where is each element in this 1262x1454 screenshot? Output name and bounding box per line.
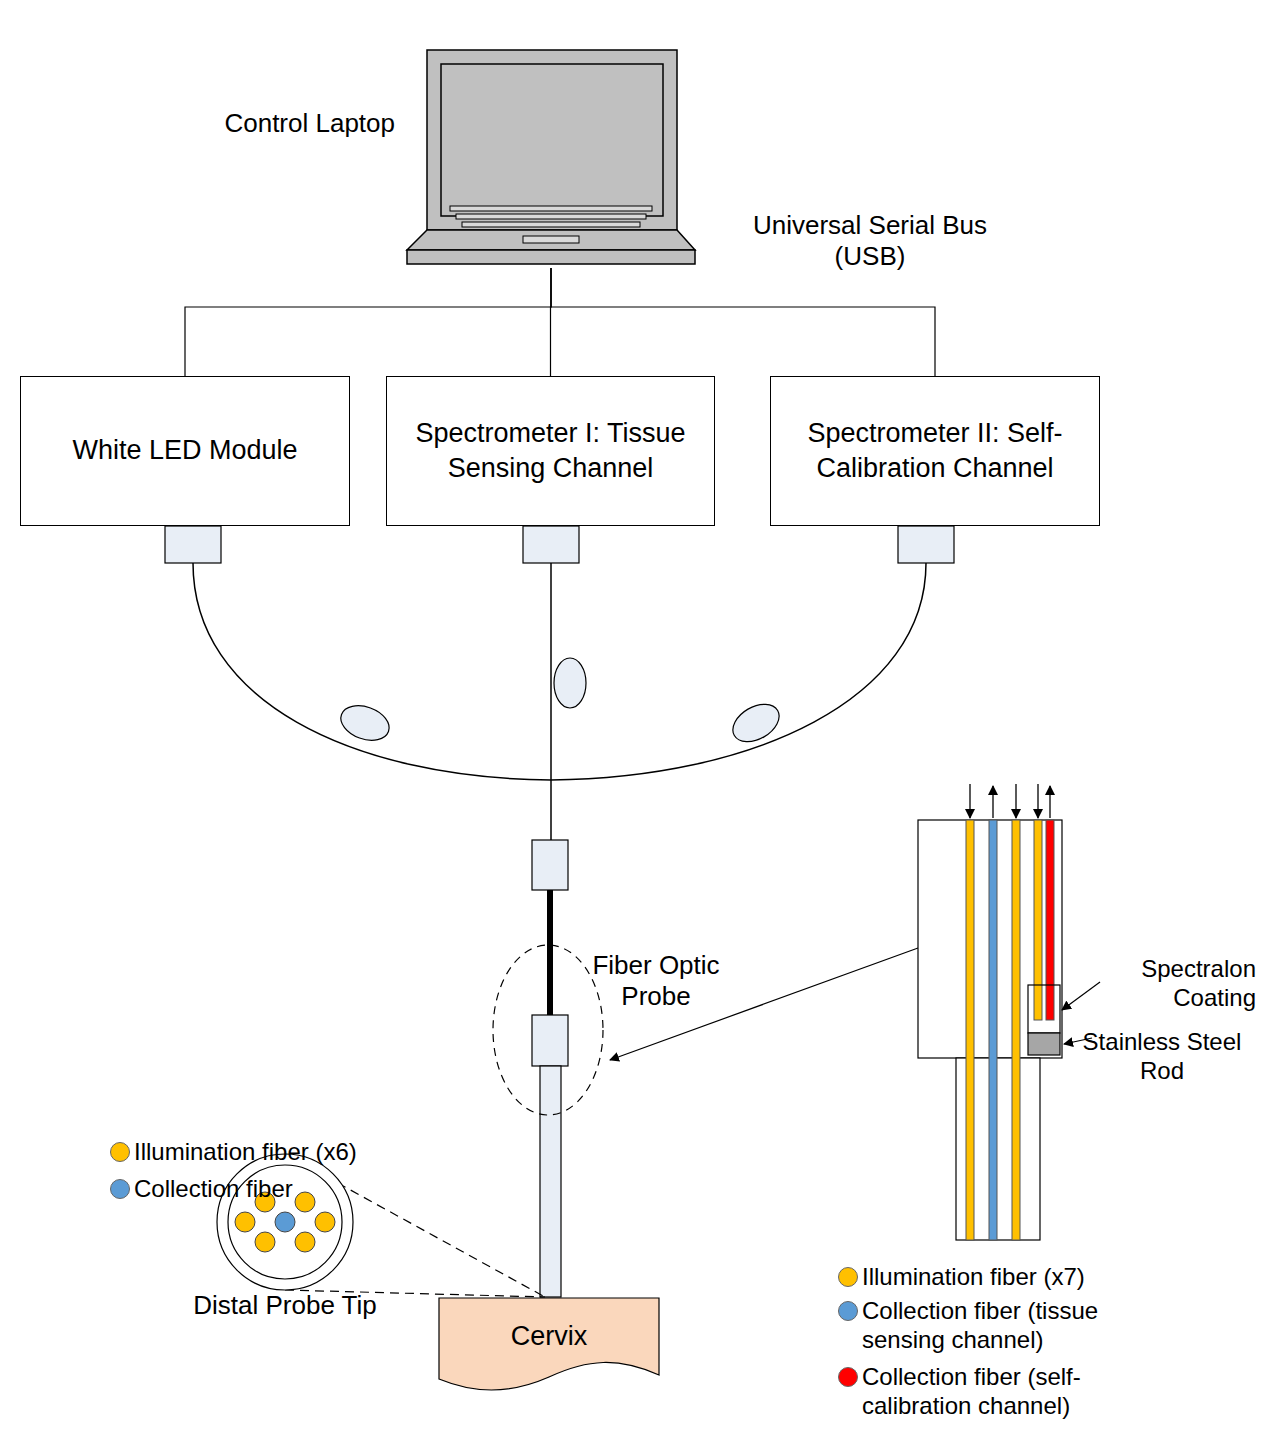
probe-cable [547, 890, 553, 1015]
annotation-label: Distal Probe Tip [150, 1290, 420, 1321]
fiber-clip [554, 658, 586, 708]
probe-connector [532, 840, 568, 890]
tip-outline [217, 1154, 353, 1290]
legend-swatch [838, 1367, 858, 1387]
steel-rod [1028, 1033, 1060, 1055]
fiber-cable [550, 563, 552, 840]
fiber-clip [726, 697, 785, 750]
legend-text: Illumination fiber (x6) [134, 1137, 454, 1166]
box-label: White LED Module [72, 433, 297, 468]
laptop-label: Control Laptop [224, 108, 395, 139]
module-box: White LED Module [20, 376, 350, 526]
port [898, 526, 954, 563]
laptop-icon [405, 48, 697, 268]
port [523, 526, 579, 563]
port [165, 526, 221, 563]
flow-arrows [970, 784, 1050, 818]
legend-text: Illumination fiber (x7) [862, 1262, 1242, 1291]
spectralon-coating [1028, 985, 1060, 1033]
tissue-shape: Cervix [438, 1297, 660, 1393]
leader-line [1062, 982, 1100, 1010]
annotation-label: Universal Serial Bus (USB) [740, 210, 1000, 272]
usb-connector [551, 268, 935, 376]
legend-text: Collection fiber (tissue sensing channel… [862, 1296, 1162, 1354]
legend-text: Collection fiber (self-calibration chann… [862, 1362, 1162, 1420]
detail-ring [493, 945, 603, 1115]
annotation-label: Stainless Steel Rod [1068, 1028, 1256, 1086]
tissue-label: Cervix [511, 1321, 588, 1352]
box-label: Spectrometer I: Tissue Sensing Channel [399, 416, 702, 486]
box-label: Spectrometer II: Self-Calibration Channe… [783, 416, 1087, 486]
usb-connector [185, 268, 551, 376]
laptop-node: Control Laptop [405, 48, 697, 268]
probe-handle [532, 1015, 568, 1066]
module-box: Spectrometer II: Self-Calibration Channe… [770, 376, 1100, 526]
annotation-label: Fiber Optic Probe [576, 950, 736, 1012]
legend-swatch [110, 1142, 130, 1162]
fiber-cable [193, 563, 926, 780]
legend-text: Collection fiber [134, 1174, 454, 1203]
module-box: Spectrometer I: Tissue Sensing Channel [386, 376, 715, 526]
legend-swatch [838, 1301, 858, 1321]
fiber-clip [336, 699, 394, 746]
legend-swatch [110, 1179, 130, 1199]
fibers [966, 820, 1054, 1240]
probe-tube [540, 1066, 561, 1297]
annotation-label: Spectralon Coating [1080, 955, 1256, 1013]
legend-swatch [838, 1267, 858, 1287]
